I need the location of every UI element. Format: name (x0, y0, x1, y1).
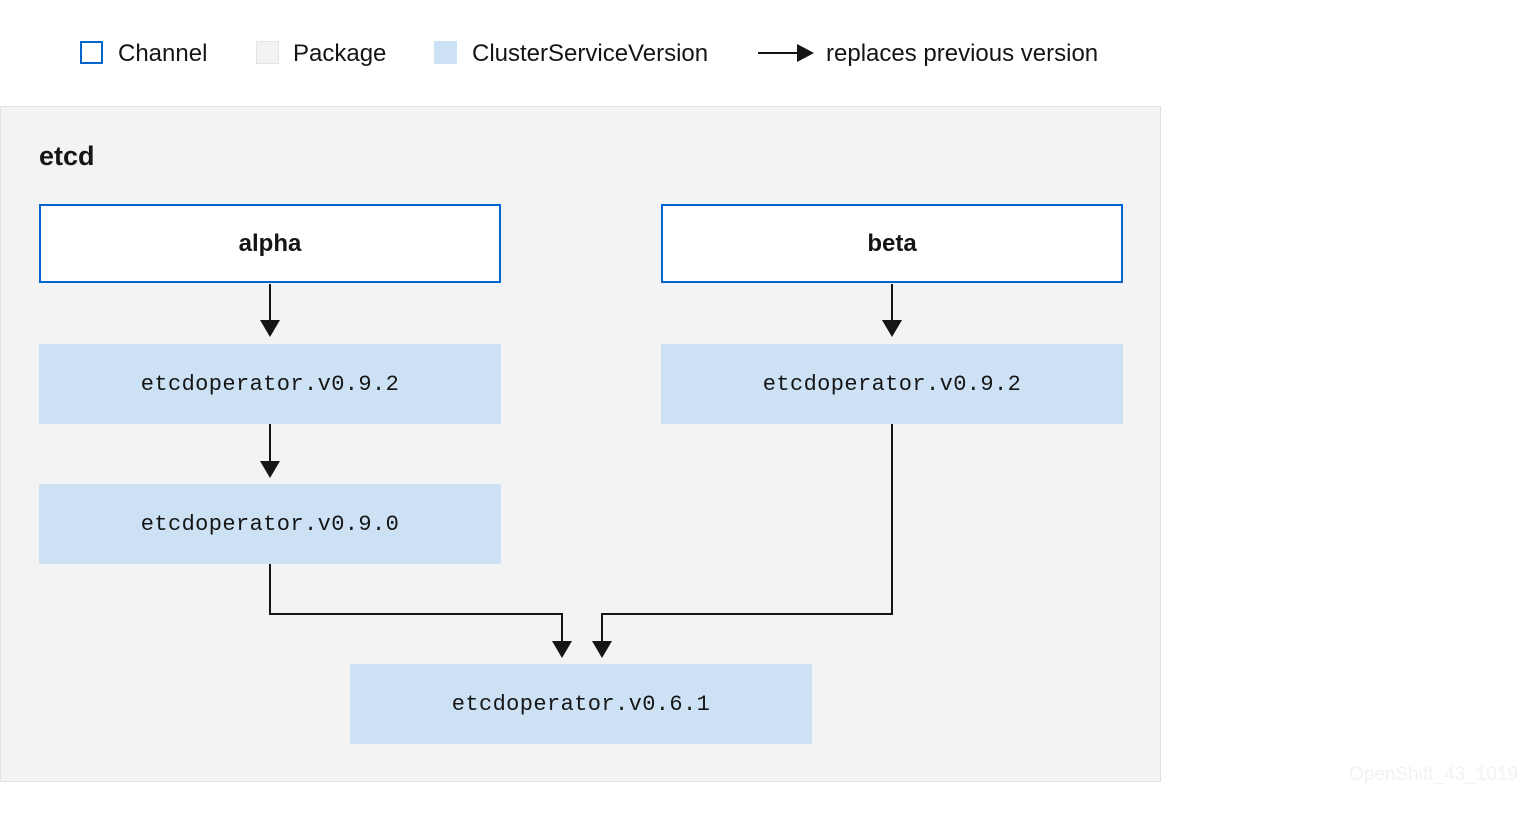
legend-channel-label: Channel (118, 40, 208, 67)
csv-shared: etcdoperator.v0.6.1 (350, 664, 812, 744)
legend-package-label: Package (293, 40, 387, 67)
csv-alpha-head-label: etcdoperator.v0.9.2 (140, 371, 400, 397)
csv-alpha-second-label: etcdoperator.v0.9.0 (140, 511, 400, 537)
connector-alpha-v090-to-v061 (269, 564, 572, 658)
channel-beta: beta (661, 204, 1123, 283)
image-watermark: OpenShift_43_1019 (1348, 764, 1518, 785)
package-swatch (256, 41, 279, 64)
connector-v092-to-v090 (260, 424, 280, 478)
channel-alpha: alpha (39, 204, 501, 283)
channel-alpha-label: alpha (238, 229, 302, 257)
channel-beta-label: beta (867, 229, 917, 257)
csv-alpha-head: etcdoperator.v0.9.2 (39, 344, 501, 424)
csv-beta-head: etcdoperator.v0.9.2 (661, 344, 1123, 424)
connector-beta-v092-to-v061 (592, 424, 893, 658)
connector-alpha-to-v092 (260, 284, 280, 337)
channel-swatch (80, 41, 103, 64)
legend-replaces-label: replaces previous version (826, 40, 1099, 67)
connector-beta-to-v092 (882, 284, 902, 337)
csv-beta-head-label: etcdoperator.v0.9.2 (762, 371, 1022, 397)
csv-shared-label: etcdoperator.v0.6.1 (451, 691, 711, 717)
csv-alpha-second: etcdoperator.v0.9.0 (39, 484, 501, 564)
legend-arrow-icon (758, 44, 814, 62)
csv-swatch (434, 41, 457, 64)
legend-csv-label: ClusterServiceVersion (472, 40, 709, 67)
package-title: etcd (39, 141, 95, 171)
